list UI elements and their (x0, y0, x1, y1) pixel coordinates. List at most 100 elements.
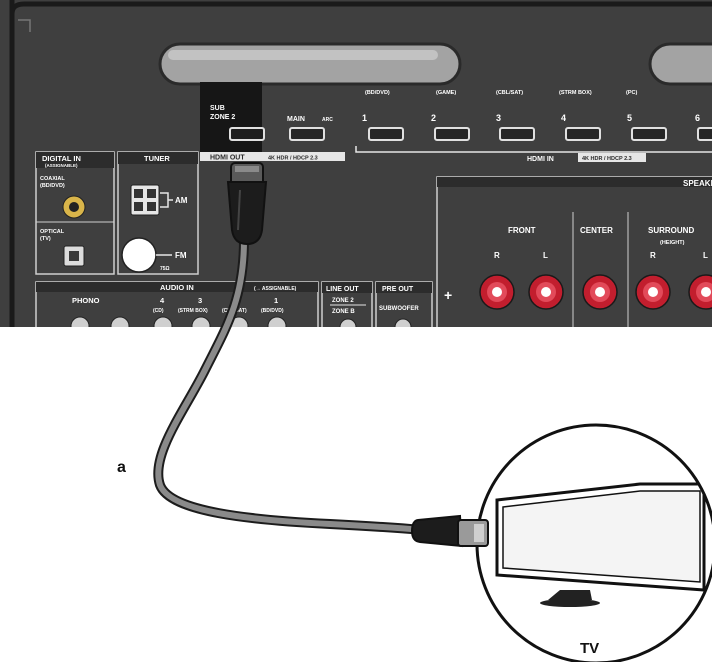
hdmi-out-label: HDMI OUT (210, 155, 245, 162)
hdmi-in-1-num: 1 (362, 113, 367, 123)
audio-in-1-name: (BD/DVD) (261, 308, 284, 314)
hdmi-in-spec: 4K HDR / HDCP 2.3 (582, 156, 632, 162)
hdmi-in-5-port[interactable] (631, 127, 667, 141)
tv-stand (548, 590, 592, 600)
am-slot-1 (134, 189, 143, 198)
audio-in-3-num: 3 (198, 296, 202, 305)
hdmi-in-6-port[interactable] (697, 127, 712, 141)
plug-grip-line (237, 189, 241, 231)
hdmi-in-2-name: (GAME) (436, 90, 456, 96)
tv-frame (495, 482, 706, 592)
speaker-terminal-front-r[interactable] (479, 274, 515, 310)
digital-in-sub-label: (ASSIGNABLE) (45, 163, 78, 168)
speaker-terminal-center[interactable] (582, 274, 618, 310)
speakers-header (437, 177, 712, 187)
hdmi-in-bracket (355, 146, 712, 153)
hdmi-in-5-name: (PC) (626, 90, 637, 96)
zone-b-label: ZONE B (332, 309, 355, 315)
hdmi-plug-tv (410, 514, 489, 548)
am-bracket (160, 192, 173, 208)
subwoofer-jack[interactable] (394, 318, 412, 335)
main-label: MAIN (287, 116, 305, 123)
receiver-rear-panel: SUB ZONE 2 MAIN ARC HDMI OUT 4K HDR / HD… (0, 0, 712, 335)
audio-in-1-jack[interactable] (267, 316, 287, 335)
tv-stand-base (540, 599, 600, 607)
sub-zone-label-1: SUB (210, 105, 225, 112)
plug-tip-shine (235, 166, 259, 172)
hdmi-out-sub-port[interactable] (229, 127, 265, 141)
tv-label: TV (580, 640, 599, 657)
cable-label-a: a (117, 459, 126, 476)
positive-sign: + (444, 287, 452, 303)
hdmi-out-main-port[interactable] (289, 127, 325, 141)
audio-in-label: AUDIO IN (160, 283, 194, 292)
coaxial-jack-center (69, 202, 79, 212)
surround-l-label: L (703, 251, 708, 260)
front-l-label: L (543, 251, 548, 260)
hdmi-in-2-port[interactable] (434, 127, 470, 141)
tv-plug-tip-shine (474, 524, 484, 542)
hdmi-out-spec: 4K HDR / HDCP 2.3 (268, 156, 318, 162)
subwoofer-label: SUBWOOFER (379, 306, 419, 312)
line-out-label: LINE OUT (326, 286, 359, 293)
fm-jack[interactable] (121, 237, 157, 273)
audio-in-1-num: 1 (274, 296, 278, 305)
height-label: (HEIGHT) (660, 240, 685, 246)
surround-label: SURROUND (648, 226, 694, 235)
fm-ohm-label: 75Ω (160, 266, 170, 272)
hdmi-out-sub-highlight (200, 82, 262, 154)
hdmi-in-3-num: 3 (496, 113, 501, 123)
arc-label: ARC (322, 117, 333, 123)
tv-plug-body (410, 514, 464, 548)
zone-2-label: ZONE 2 (332, 298, 354, 304)
speaker-terminal-surround-r[interactable] (635, 274, 671, 310)
tv-screen (502, 490, 701, 583)
optical-jack-inner (69, 251, 79, 261)
hdmi-in-1-name: (BD/DVD) (365, 90, 390, 96)
cable-body (155, 237, 425, 533)
hdmi-cable-a (153, 235, 427, 535)
hdmi-in-spec-bar (578, 153, 646, 162)
am-slot-2 (134, 202, 143, 211)
tv-illustration (495, 482, 706, 607)
hdmi-in-label: HDMI IN (527, 156, 554, 163)
digital-in-label: DIGITAL IN (42, 154, 81, 163)
am-label: AM (175, 196, 188, 205)
coaxial-label-2: (BD/DVD) (40, 183, 65, 189)
audio-in-3-jack[interactable] (191, 316, 211, 335)
optical-label-1: OPTICAL (40, 229, 65, 235)
hdmi-in-3-name: (CBL/SAT) (496, 90, 523, 96)
hdmi-in-4-port[interactable] (565, 127, 601, 141)
pre-out-header (376, 282, 432, 293)
optical-label-2: (TV) (40, 236, 51, 242)
hdmi-in-1-port[interactable] (368, 127, 404, 141)
fm-label: FM (175, 251, 187, 260)
front-r-label: R (494, 251, 500, 260)
line-out-jack[interactable] (339, 318, 357, 335)
audio-in-sub-label: (→ ASSIGNABLE) (254, 286, 297, 292)
hdmi-in-3-port[interactable] (499, 127, 535, 141)
hdmi-out-bar (200, 152, 345, 161)
audio-in-4-jack[interactable] (153, 316, 173, 335)
antenna-right (648, 42, 712, 86)
tuner-header (118, 152, 198, 164)
tuner-label: TUNER (144, 154, 170, 163)
speaker-terminal-front-l[interactable] (528, 274, 564, 310)
speaker-terminal-surround-l[interactable] (688, 274, 712, 310)
hdmi-in-6-num: 6 (695, 113, 700, 123)
hdmi-input-group: (BD/DVD) (GAME) (CBL/SAT) (STRM BOX) (PC… (355, 90, 712, 163)
phono-jack-r[interactable] (110, 316, 130, 335)
phono-jack-l[interactable] (70, 316, 90, 335)
hdmi-in-4-num: 4 (561, 113, 566, 123)
coaxial-label-1: COAXIAL (40, 176, 65, 182)
chassis-edge (9, 0, 712, 327)
phono-label: PHONO (72, 296, 100, 305)
front-label: FRONT (508, 226, 536, 235)
audio-in-header (36, 282, 318, 292)
antenna-left-shine (168, 50, 438, 60)
audio-in-3-name: (STRM BOX) (178, 308, 208, 314)
audio-in-4-num: 4 (160, 296, 165, 305)
digital-in-header (36, 152, 114, 168)
